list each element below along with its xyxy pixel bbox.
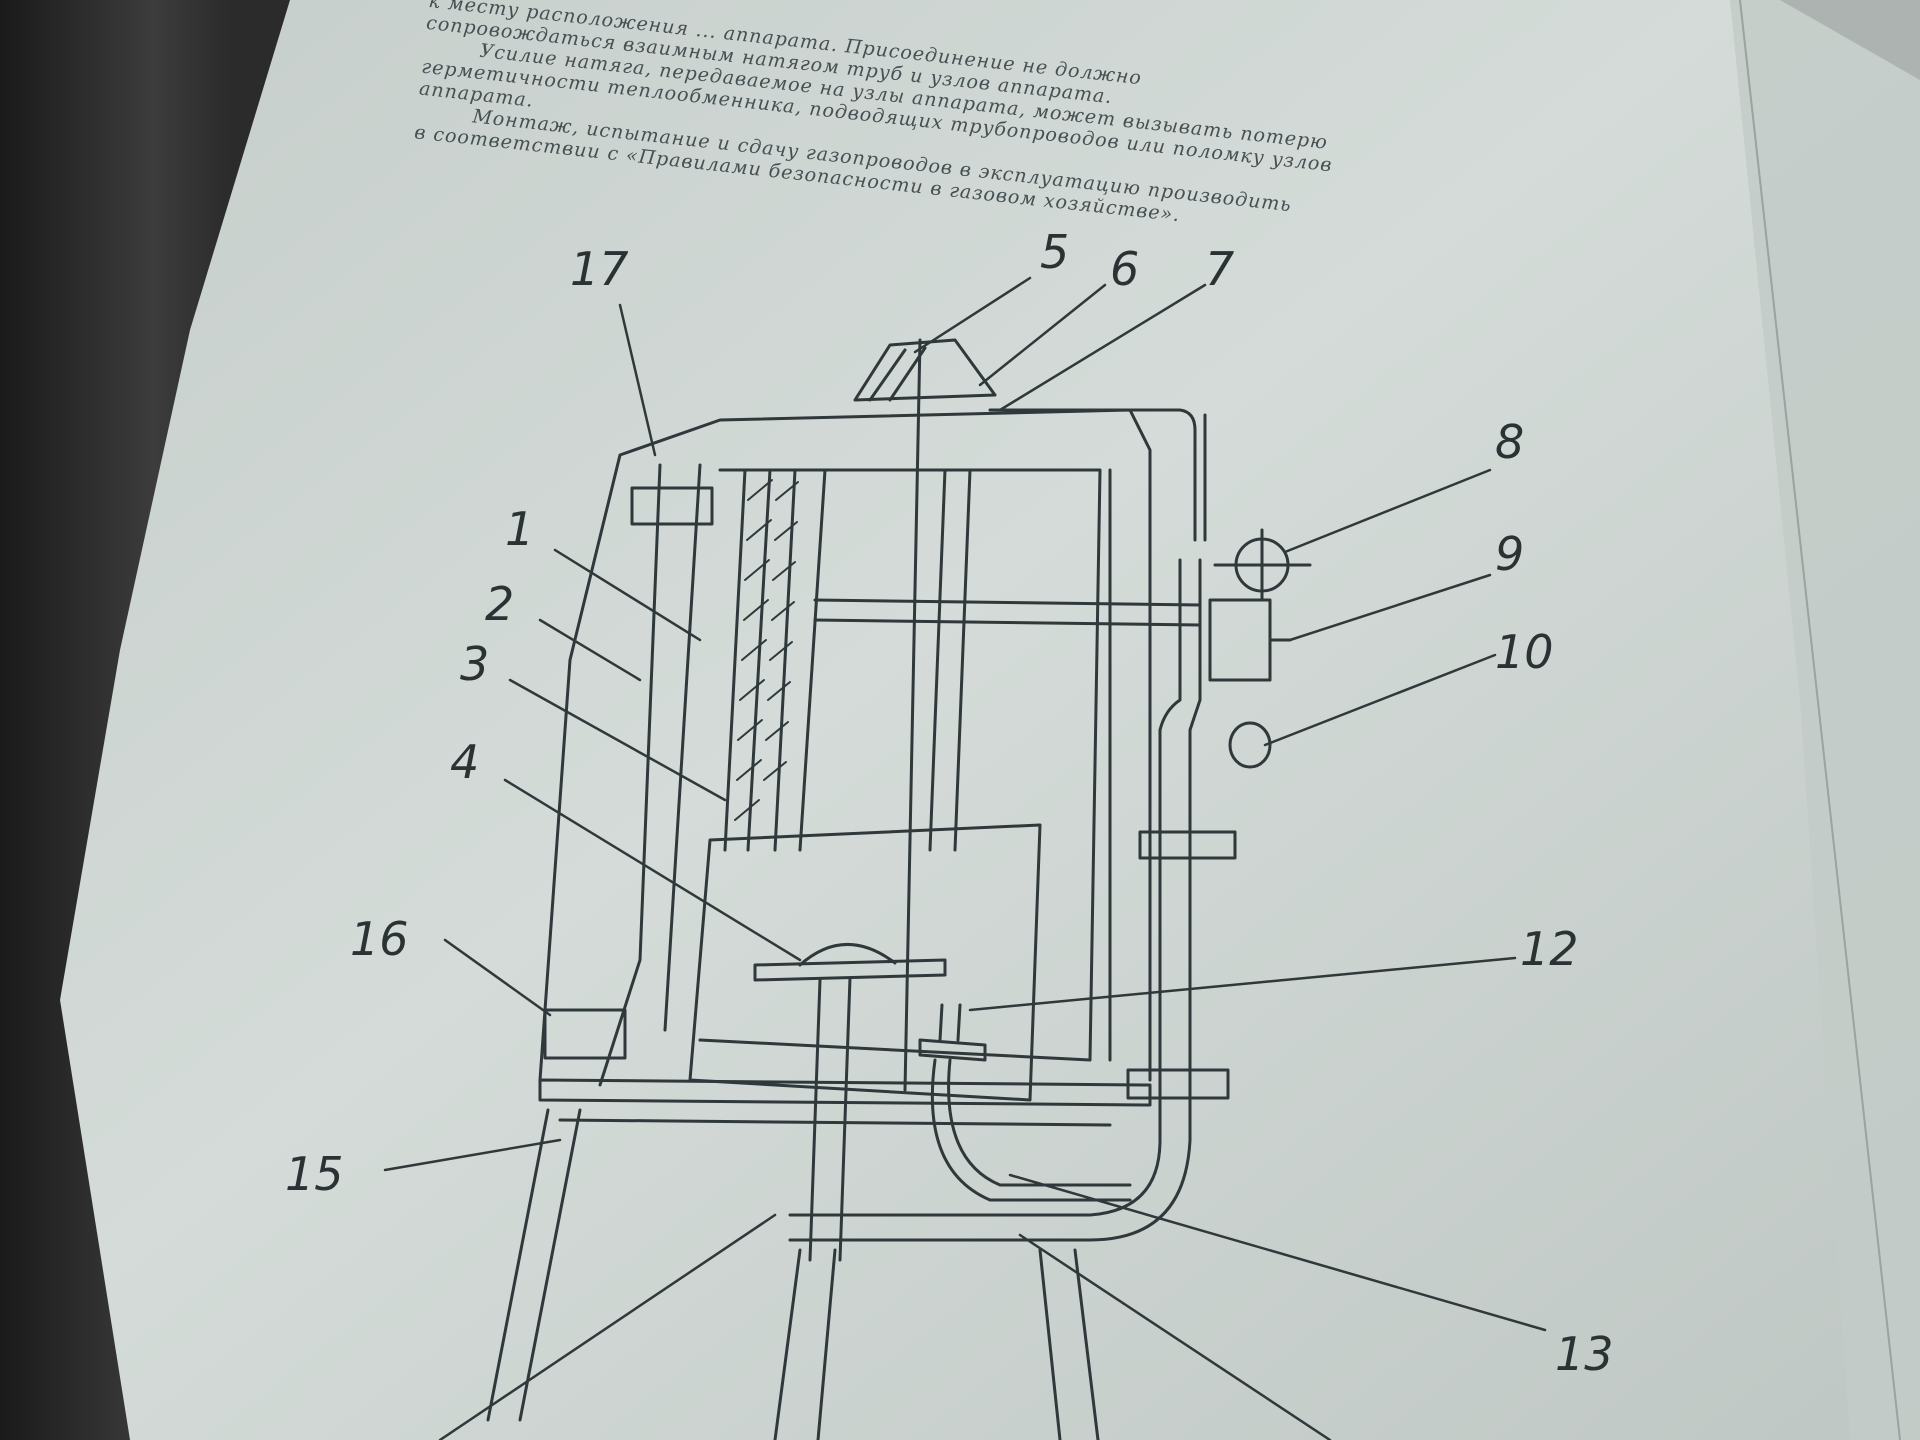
- leg-right: [1038, 1248, 1100, 1440]
- leader-16: [443, 938, 552, 1017]
- callout-labels: 17 1 2 3 4 5 6 7 8 9 10 12 13 15 16: [285, 225, 1614, 1381]
- regulator-9: [1208, 598, 1292, 682]
- callout-4: 4: [450, 735, 479, 789]
- leader-8: [1283, 468, 1492, 554]
- gas-line: [788, 408, 1207, 1242]
- inlet-pipe-16: [543, 1008, 627, 1060]
- callout-1: 1: [505, 502, 534, 556]
- central-flue: [903, 338, 972, 1092]
- callout-13: 13: [1555, 1327, 1614, 1381]
- leader-6: [978, 283, 1107, 387]
- leader-3: [508, 678, 727, 802]
- right-page-edge: [1730, 0, 1920, 1440]
- gas-valve-8-axis: [1213, 528, 1312, 602]
- leader-9: [1288, 573, 1492, 642]
- tube-hatching: [734, 479, 799, 821]
- outer-casing: [538, 408, 1152, 1087]
- leader-17: [618, 303, 657, 457]
- chimney-cap: [853, 338, 997, 402]
- igniter: [918, 1003, 987, 1062]
- cross-bar: [813, 598, 1202, 627]
- callout-9: 9: [1495, 527, 1524, 581]
- leader-13: [1008, 1173, 1547, 1332]
- apparatus-diagram: [383, 276, 1547, 1440]
- inlet-pipe-17: [630, 486, 714, 526]
- heat-exchanger-tube: [723, 468, 827, 852]
- callout-16: 16: [350, 912, 409, 966]
- leader-2: [538, 618, 642, 682]
- leader-lines: [383, 276, 1547, 1440]
- leader-11-lower: [1018, 1233, 1332, 1440]
- burner: [753, 943, 947, 982]
- callout-12: 12: [1520, 922, 1579, 976]
- leader-7: [998, 283, 1207, 412]
- burner-stem: [808, 976, 852, 1262]
- leader-4: [503, 778, 802, 962]
- leader-5: [913, 276, 1032, 354]
- leader-1: [553, 548, 702, 642]
- inner-tank: [698, 468, 1102, 1062]
- callout-15: 15: [285, 1147, 344, 1201]
- callout-2: 2: [485, 577, 514, 631]
- leader-14-lower: [438, 1213, 777, 1440]
- callout-17: 17: [570, 242, 629, 296]
- thermostat-10: [1228, 721, 1272, 769]
- pipe-clamp-upper: [1138, 830, 1237, 860]
- page-fold-line: [1739, 0, 1901, 1440]
- base-plate: [538, 1078, 1152, 1127]
- casing-left-wall: [663, 463, 702, 1032]
- callout-7: 7: [1205, 242, 1234, 296]
- paper-sheet: [60, 0, 1920, 1440]
- callout-8: 8: [1495, 415, 1524, 469]
- leg-left: [486, 1108, 582, 1422]
- leader-15: [383, 1138, 562, 1172]
- callout-5: 5: [1040, 225, 1069, 279]
- combustion-chamber: [688, 823, 1042, 1102]
- callout-10: 10: [1495, 625, 1554, 679]
- callout-3: 3: [460, 637, 489, 691]
- callout-6: 6: [1110, 242, 1139, 296]
- leader-10: [1263, 653, 1497, 747]
- leader-12: [968, 956, 1517, 1012]
- leg-center: [773, 1248, 837, 1440]
